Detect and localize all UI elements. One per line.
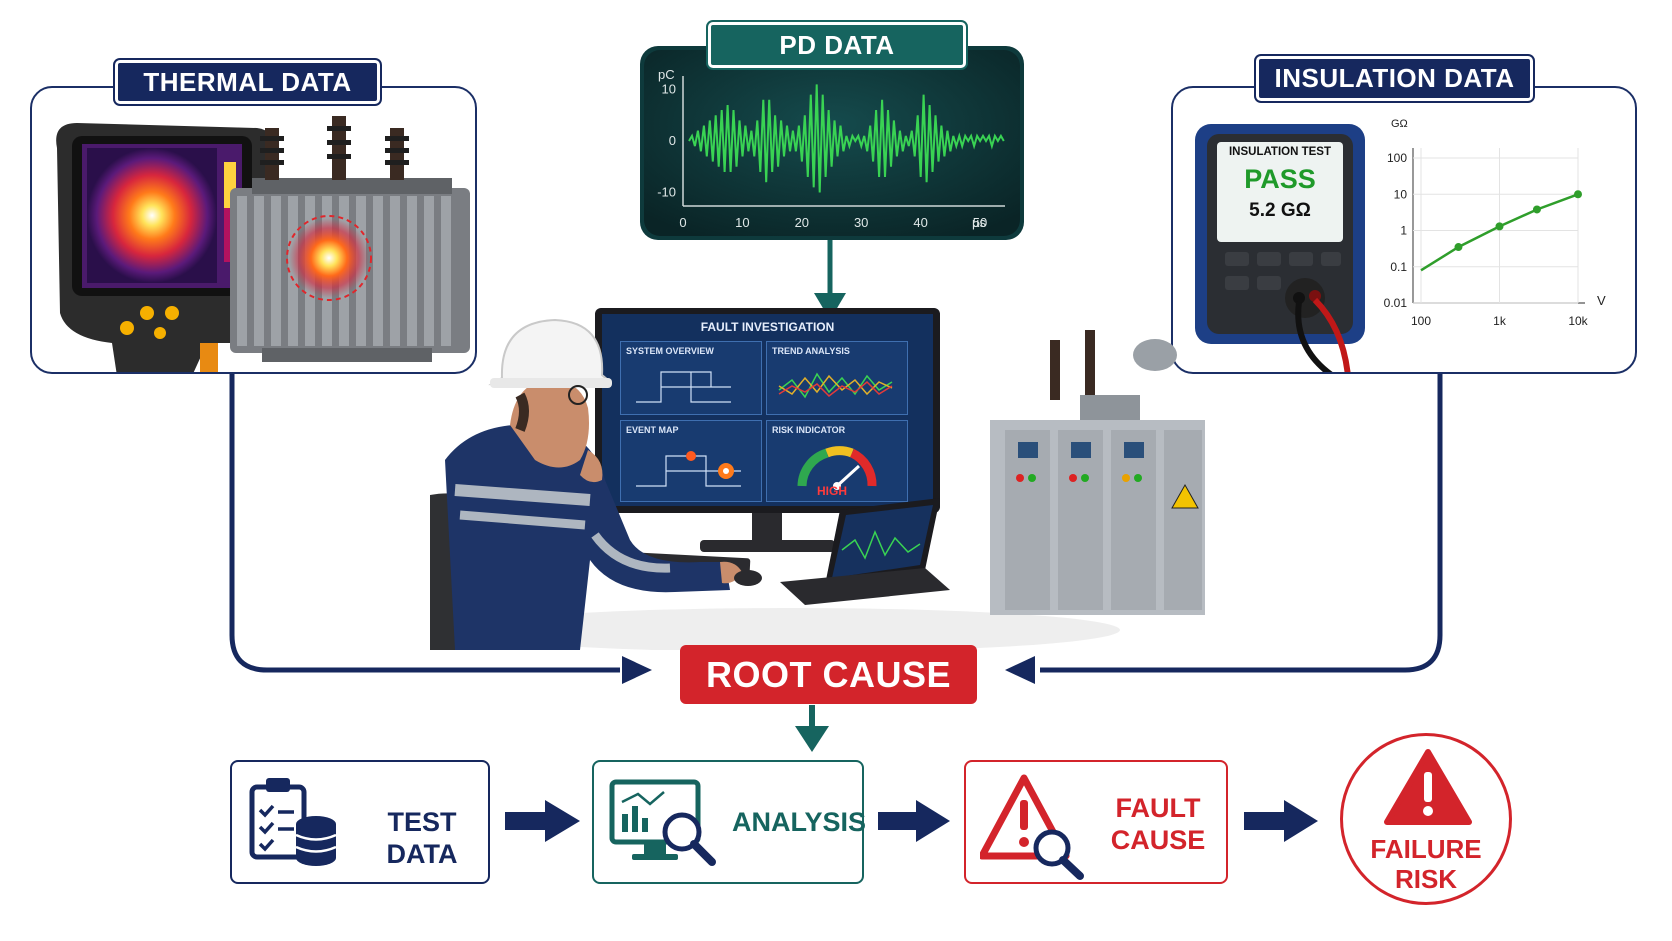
root-arrowhead <box>795 726 829 752</box>
ins-data-point <box>1454 243 1463 252</box>
ins-y-unit: GΩ <box>1391 118 1408 130</box>
ins-y-tick: 1 <box>1400 224 1407 238</box>
system-overview-panel: SYSTEM OVERVIEW <box>620 341 762 415</box>
thermal-data-label: THERMAL DATA <box>115 60 380 104</box>
risk-gauge-icon <box>797 446 877 490</box>
pd-x-tick: 10 <box>735 215 749 230</box>
laptop-icon <box>780 498 950 605</box>
pd-x-tick: 40 <box>913 215 927 230</box>
insulation-connector <box>1040 370 1443 673</box>
clipboard-database-icon <box>249 778 337 866</box>
event-map-title: EVENT MAP <box>626 425 679 435</box>
ins-data-point <box>1495 222 1504 231</box>
pd-x-tick: 50 <box>973 215 987 230</box>
ins-data-point <box>1532 205 1541 214</box>
trend-analysis-panel: TREND ANALYSIS <box>766 341 908 415</box>
ins-x-tick: 100 <box>1411 314 1431 328</box>
trend-analysis-title: TREND ANALYSIS <box>772 346 850 356</box>
fault-investigation-screen: FAULT INVESTIGATION SYSTEM OVERVIEW TREN… <box>602 314 933 506</box>
pd-y-tick: 10 <box>662 82 676 97</box>
pd-panel: pC µs 10 0 -10 0 10 20 30 40 50 <box>640 46 1024 240</box>
ins-y-tick: 0.01 <box>1384 296 1408 310</box>
insulation-panel: 100 10 1 0.1 0.01 100 1k 10k INSULATION TEST P… <box>1171 86 1637 374</box>
switchgear-icon <box>990 330 1205 615</box>
analysis-box: ANALYSIS <box>592 760 867 884</box>
meter-value: 5.2 GΩ <box>1249 200 1311 221</box>
workstation-scene <box>430 308 1205 650</box>
thermal-panel <box>30 86 477 374</box>
test-data-label: TEST DATA <box>386 807 458 869</box>
ins-x-unit: V <box>1597 293 1606 308</box>
pd-y-tick: 0 <box>669 133 676 148</box>
meter-title: INSULATION TEST <box>1228 146 1331 158</box>
ins-y-tick: 0.1 <box>1390 260 1407 274</box>
pd-chart: pC µs 10 0 -10 0 10 20 30 40 50 <box>644 50 1020 236</box>
flow-arrow-2 <box>878 800 950 842</box>
risk-level: HIGH <box>817 484 847 498</box>
pd-data-label: PD DATA <box>708 22 966 68</box>
risk-indicator-title: RISK INDICATOR <box>772 425 846 435</box>
pd-y-tick: -10 <box>657 184 676 199</box>
analysis-label: ANALYSIS <box>732 807 867 837</box>
screen-title: FAULT INVESTIGATION <box>700 320 835 334</box>
insulation-arrowhead <box>1005 656 1035 684</box>
thermal-camera-icon <box>56 123 276 372</box>
system-overview-title: SYSTEM OVERVIEW <box>626 346 714 356</box>
risk-indicator-panel: RISK INDICATOR HIGH <box>766 420 908 502</box>
meter-status: PASS <box>1244 164 1316 194</box>
pd-x-unit: µs <box>972 215 986 230</box>
test-data-box: TEST DATA <box>230 760 490 884</box>
transformer-icon <box>230 116 470 362</box>
ins-data-point <box>1574 190 1582 199</box>
pd-x-tick: 20 <box>795 215 809 230</box>
insulation-data-label: INSULATION DATA <box>1256 56 1533 101</box>
insulation-tester-icon <box>1195 124 1365 372</box>
flow-arrow-3 <box>1244 800 1318 842</box>
pd-x-tick: 0 <box>679 215 686 230</box>
flow-arrow-1 <box>505 800 580 842</box>
thermal-illustration <box>56 116 470 372</box>
ins-x-tick: 10k <box>1568 314 1588 328</box>
root-cause-box: ROOT CAUSE <box>680 645 977 704</box>
ins-y-tick: 100 <box>1387 151 1407 165</box>
pd-waveform-line <box>688 84 1005 193</box>
warning-magnifier-icon <box>980 774 1084 880</box>
insulation-illustration: 100 10 1 0.1 0.01 100 1k 10k <box>1195 124 1589 372</box>
event-map-panel: EVENT MAP <box>620 420 762 502</box>
thermal-connector <box>229 370 620 673</box>
insulation-chart: 100 10 1 0.1 0.01 100 1k 10k <box>1384 148 1589 328</box>
ins-y-tick: 10 <box>1394 187 1408 201</box>
thermal-arrowhead <box>622 656 652 684</box>
warning-icon <box>1384 749 1472 825</box>
pd-arrowhead <box>814 293 846 320</box>
pd-x-tick: 30 <box>854 215 868 230</box>
pd-y-unit: pC <box>658 67 675 82</box>
ins-x-tick: 1k <box>1493 314 1507 328</box>
monitor-magnifier-icon <box>609 779 716 866</box>
engineer-illustration <box>430 318 762 650</box>
